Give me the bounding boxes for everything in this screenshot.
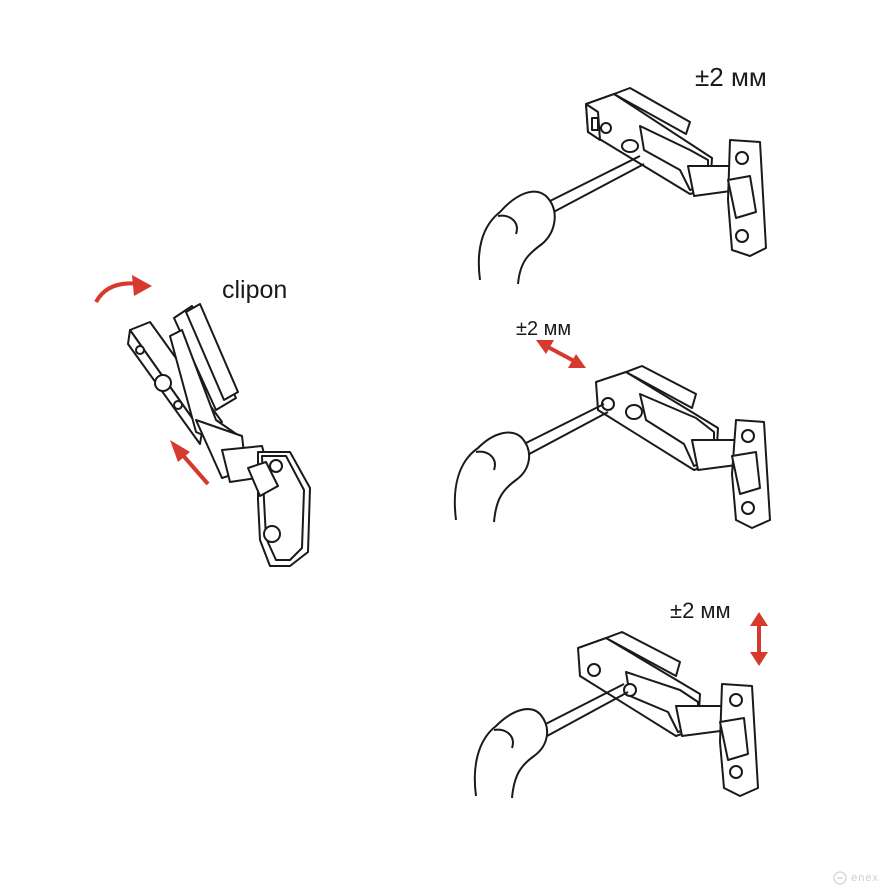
middle-adjust-label: ±2 мм	[516, 318, 572, 340]
watermark-logo: enex	[833, 871, 879, 885]
push-arrow-icon	[170, 440, 190, 462]
clipon-hinge-figure	[94, 275, 311, 567]
hinge-adjust-side-figure	[453, 340, 771, 529]
hinge-adjust-depth-figure	[477, 87, 767, 285]
side-adjust-arrow-icon	[536, 340, 554, 354]
side-adjust-arrow-shaft	[545, 344, 577, 364]
rotate-arrow-head	[132, 275, 152, 296]
enex-logo-icon	[833, 871, 847, 885]
push-arrow-shaft	[178, 450, 210, 486]
top-adjust-label: ±2 мм	[695, 62, 767, 92]
watermark-text: enex	[851, 872, 879, 884]
clipon-label: clipon	[222, 276, 288, 304]
hinge-adjust-height-figure	[473, 612, 768, 799]
height-adjust-arrow-icon	[750, 612, 768, 626]
bottom-adjust-label: ±2 мм	[670, 598, 731, 623]
